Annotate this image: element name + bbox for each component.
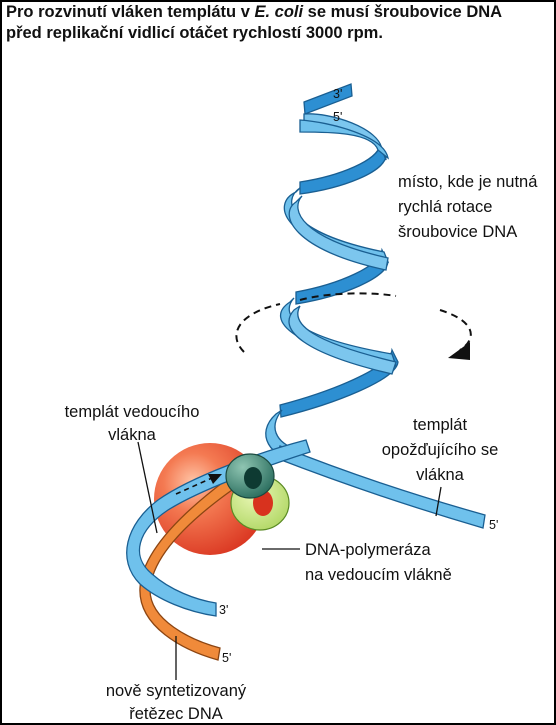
svg-text:opožďujícího se: opožďujícího se [382,441,499,459]
top-end-5-label: 5' [333,110,342,124]
svg-text:místo, kde je nutná: místo, kde je nutná [398,173,538,191]
leading-template-label: templát vedoucího vlákna [65,403,200,444]
leading-end-3-label: 3' [219,603,228,617]
new-strand-label: nově syntetizovaný řetězec DNA [106,682,247,723]
svg-text:šroubovice DNA: šroubovice DNA [398,223,517,241]
rotation-site-label: místo, kde je nutná rychlá rotace šroubo… [398,173,538,241]
svg-text:nově syntetizovaný: nově syntetizovaný [106,682,247,700]
svg-text:na vedoucím vlákně: na vedoucím vlákně [305,566,452,584]
svg-text:vlákna: vlákna [108,426,157,444]
svg-text:rychlá rotace: rychlá rotace [398,198,492,216]
lagging-end-5-label: 5' [489,518,498,532]
svg-text:DNA-polymeráza: DNA-polymeráza [305,541,431,559]
new-strand-end-5-label: 5' [222,651,231,665]
svg-text:templát vedoucího: templát vedoucího [65,403,200,421]
svg-text:templát: templát [413,416,468,434]
svg-text:vlákna: vlákna [416,466,465,484]
top-end-3-label: 3' [333,87,342,101]
lagging-template-label: templát opožďujícího se vlákna [382,416,499,484]
polymerase-label: DNA-polymeráza na vedoucím vlákně [305,541,452,584]
svg-text:řetězec DNA: řetězec DNA [129,705,223,723]
